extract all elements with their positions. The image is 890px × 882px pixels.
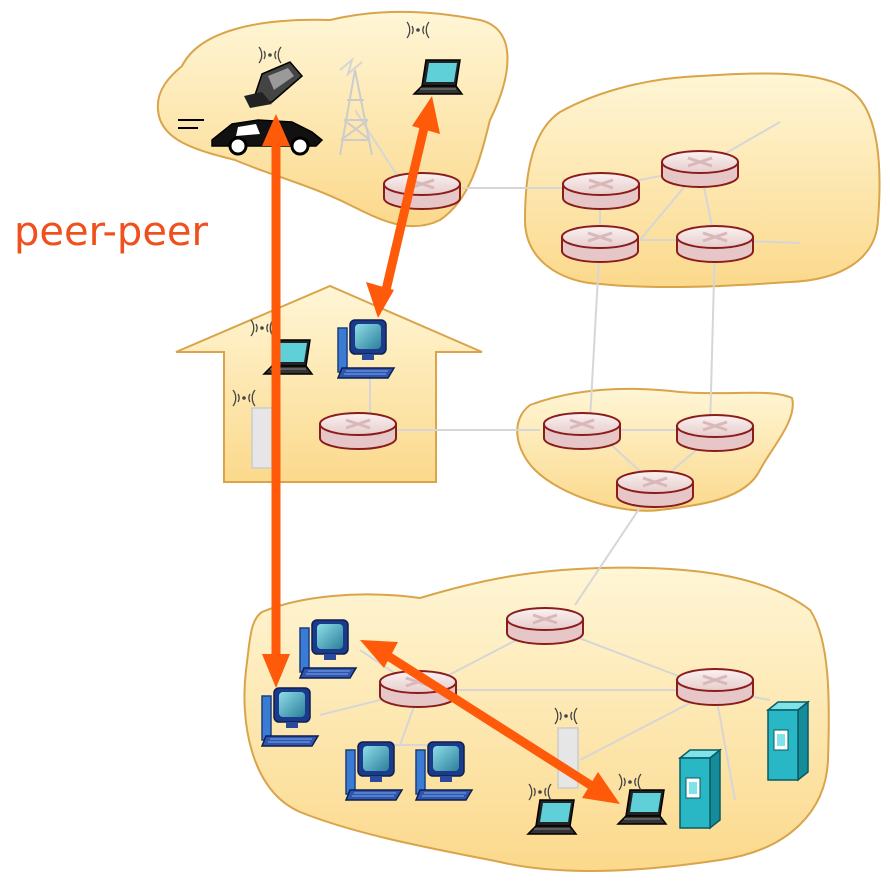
peer-arrowheads bbox=[262, 96, 620, 804]
desktop-computer-icon bbox=[299, 619, 357, 679]
cell-phone-icon bbox=[244, 61, 304, 108]
peer-arrow-laptop-to-house bbox=[381, 126, 429, 292]
peer-peer-label: peer-peer bbox=[14, 209, 208, 255]
router-icon bbox=[615, 469, 695, 509]
router-icon bbox=[660, 149, 740, 189]
router-icon bbox=[560, 224, 640, 264]
desktop-computer-icon bbox=[261, 687, 319, 747]
router-icon bbox=[318, 411, 398, 451]
car-icon bbox=[178, 119, 324, 156]
desktop-computer-icon bbox=[415, 741, 473, 801]
house-network-region bbox=[175, 284, 483, 483]
router-icon bbox=[675, 413, 755, 453]
router-icon bbox=[542, 411, 622, 451]
peer-arrows bbox=[271, 126, 595, 790]
desktop-computer-icon bbox=[345, 741, 403, 801]
peer-arrow-desktop-to-laptop bbox=[385, 652, 595, 790]
router-icon bbox=[382, 171, 462, 211]
server-icon bbox=[679, 749, 721, 829]
desktop-computer-icon bbox=[337, 319, 395, 379]
server-icon bbox=[767, 701, 809, 781]
router-icon bbox=[675, 667, 755, 707]
cell-tower-icon bbox=[339, 57, 373, 156]
router-icon bbox=[505, 606, 585, 646]
router-icon bbox=[561, 171, 641, 211]
router-icon bbox=[675, 224, 755, 264]
